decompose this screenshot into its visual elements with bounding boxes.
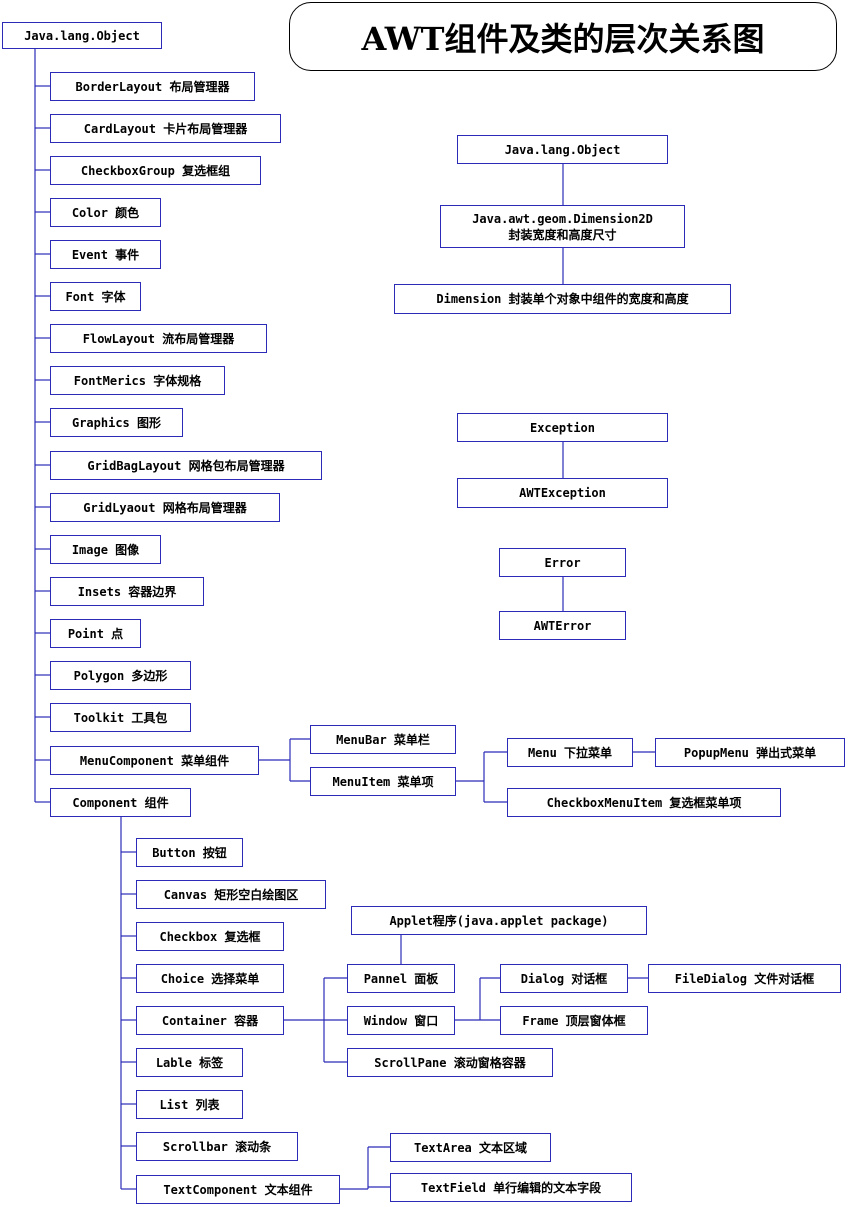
node-lable: Lable 标签 (136, 1048, 243, 1077)
node-dimension2d: Java.awt.geom.Dimension2D 封装宽度和高度尺寸 (440, 205, 685, 248)
node-event: Event 事件 (50, 240, 161, 269)
node-scrollpane: ScrollPane 滚动窗格容器 (347, 1048, 553, 1077)
node-menu: Menu 下拉菜单 (507, 738, 633, 767)
node-awtexception: AWTException (457, 478, 668, 508)
node-list: List 列表 (136, 1090, 243, 1119)
node-textcomponent: TextComponent 文本组件 (136, 1175, 340, 1204)
dimension2d-line1: Java.awt.geom.Dimension2D (472, 211, 653, 226)
node-image: Image 图像 (50, 535, 161, 564)
node-canvas: Canvas 矩形空白绘图区 (136, 880, 326, 909)
node-pannel: Pannel 面板 (347, 964, 455, 993)
node-window: Window 窗口 (347, 1006, 455, 1035)
node-graphics: Graphics 图形 (50, 408, 183, 437)
node-textfield: TextField 单行编辑的文本字段 (390, 1173, 632, 1202)
node-applet: Applet程序(java.applet package) (351, 906, 647, 935)
dimension2d-line2: 封装宽度和高度尺寸 (508, 227, 617, 242)
node-checkboxgroup: CheckboxGroup 复选框组 (50, 156, 261, 185)
diagram-title: AWT组件及类的层次关系图 (289, 2, 837, 71)
node-menucomponent: MenuComponent 菜单组件 (50, 746, 259, 775)
node-font: Font 字体 (50, 282, 141, 311)
node-scrollbar: Scrollbar 滚动条 (136, 1132, 298, 1161)
node-exception: Exception (457, 413, 668, 442)
node-error: Error (499, 548, 626, 577)
node-textarea: TextArea 文本区域 (390, 1133, 551, 1162)
node-filedialog: FileDialog 文件对话框 (648, 964, 841, 993)
node-toolkit: Toolkit 工具包 (50, 703, 191, 732)
node-java-lang-object: Java.lang.Object (2, 22, 162, 49)
node-checkboxmenuitem: CheckboxMenuItem 复选框菜单项 (507, 788, 781, 817)
node-polygon: Polygon 多边形 (50, 661, 191, 690)
node-popupmenu: PopupMenu 弹出式菜单 (655, 738, 845, 767)
node-gridbaglayout: GridBagLayout 网格包布局管理器 (50, 451, 322, 480)
node-menuitem: MenuItem 菜单项 (310, 767, 456, 796)
node-menubar: MenuBar 菜单栏 (310, 725, 456, 754)
node-fontmerics: FontMerics 字体规格 (50, 366, 225, 395)
node-component: Component 组件 (50, 788, 191, 817)
node-frame: Frame 顶层窗体框 (500, 1006, 648, 1035)
node-java-lang-object-2: Java.lang.Object (457, 135, 668, 164)
node-awterror: AWTError (499, 611, 626, 640)
node-insets: Insets 容器边界 (50, 577, 204, 606)
node-borderlayout: BorderLayout 布局管理器 (50, 72, 255, 101)
node-cardlayout: CardLayout 卡片布局管理器 (50, 114, 281, 143)
node-container: Container 容器 (136, 1006, 284, 1035)
node-checkbox: Checkbox 复选框 (136, 922, 284, 951)
node-choice: Choice 选择菜单 (136, 964, 284, 993)
node-dimension: Dimension 封装单个对象中组件的宽度和高度 (394, 284, 731, 314)
node-gridlyaout: GridLyaout 网格布局管理器 (50, 493, 280, 522)
node-color: Color 颜色 (50, 198, 161, 227)
node-button: Button 按钮 (136, 838, 243, 867)
node-point: Point 点 (50, 619, 141, 648)
node-dialog: Dialog 对话框 (500, 964, 628, 993)
node-flowlayout: FlowLayout 流布局管理器 (50, 324, 267, 353)
